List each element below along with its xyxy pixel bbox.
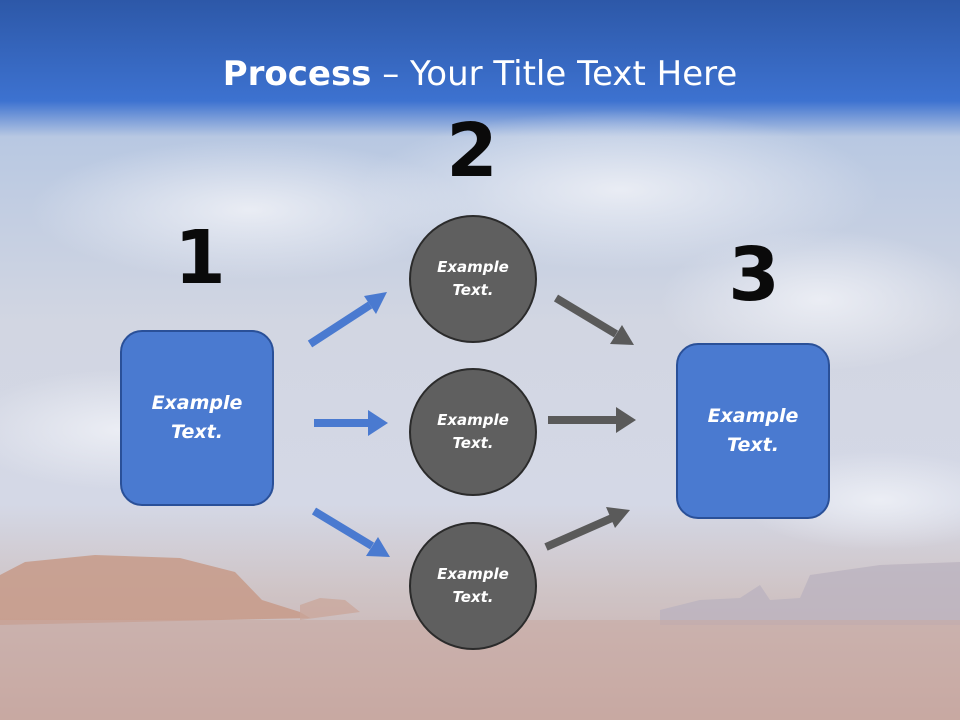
step-1-number: 1 (174, 215, 226, 301)
blue-arrow-up (307, 292, 387, 348)
blue-arrow-down (311, 507, 390, 557)
gray-arrow-right (548, 407, 636, 433)
right-step-box: Example Text. (676, 343, 830, 519)
step-2-number: 2 (446, 108, 498, 194)
title-rest-part: – Your Title Text Here (371, 54, 738, 94)
title-bold-part: Process (222, 54, 372, 94)
gray-arrow-up (544, 507, 630, 551)
left-step-box: Example Text. (120, 330, 274, 506)
left-step-text: Example Text. (151, 392, 243, 443)
top-circle: Example Text. (409, 215, 537, 343)
middle-circle: Example Text. (409, 368, 537, 496)
right-step-text: Example Text. (707, 405, 799, 456)
slide-title: Process – Your Title Text Here (0, 52, 960, 96)
gray-arrow-down (553, 294, 634, 345)
step-3-number: 3 (728, 232, 780, 318)
blue-arrow-right (314, 410, 388, 436)
top-circle-text: Example Text. (437, 258, 509, 299)
bottom-circle: Example Text. (409, 522, 537, 650)
middle-circle-text: Example Text. (437, 411, 509, 452)
bottom-circle-text: Example Text. (437, 565, 509, 606)
